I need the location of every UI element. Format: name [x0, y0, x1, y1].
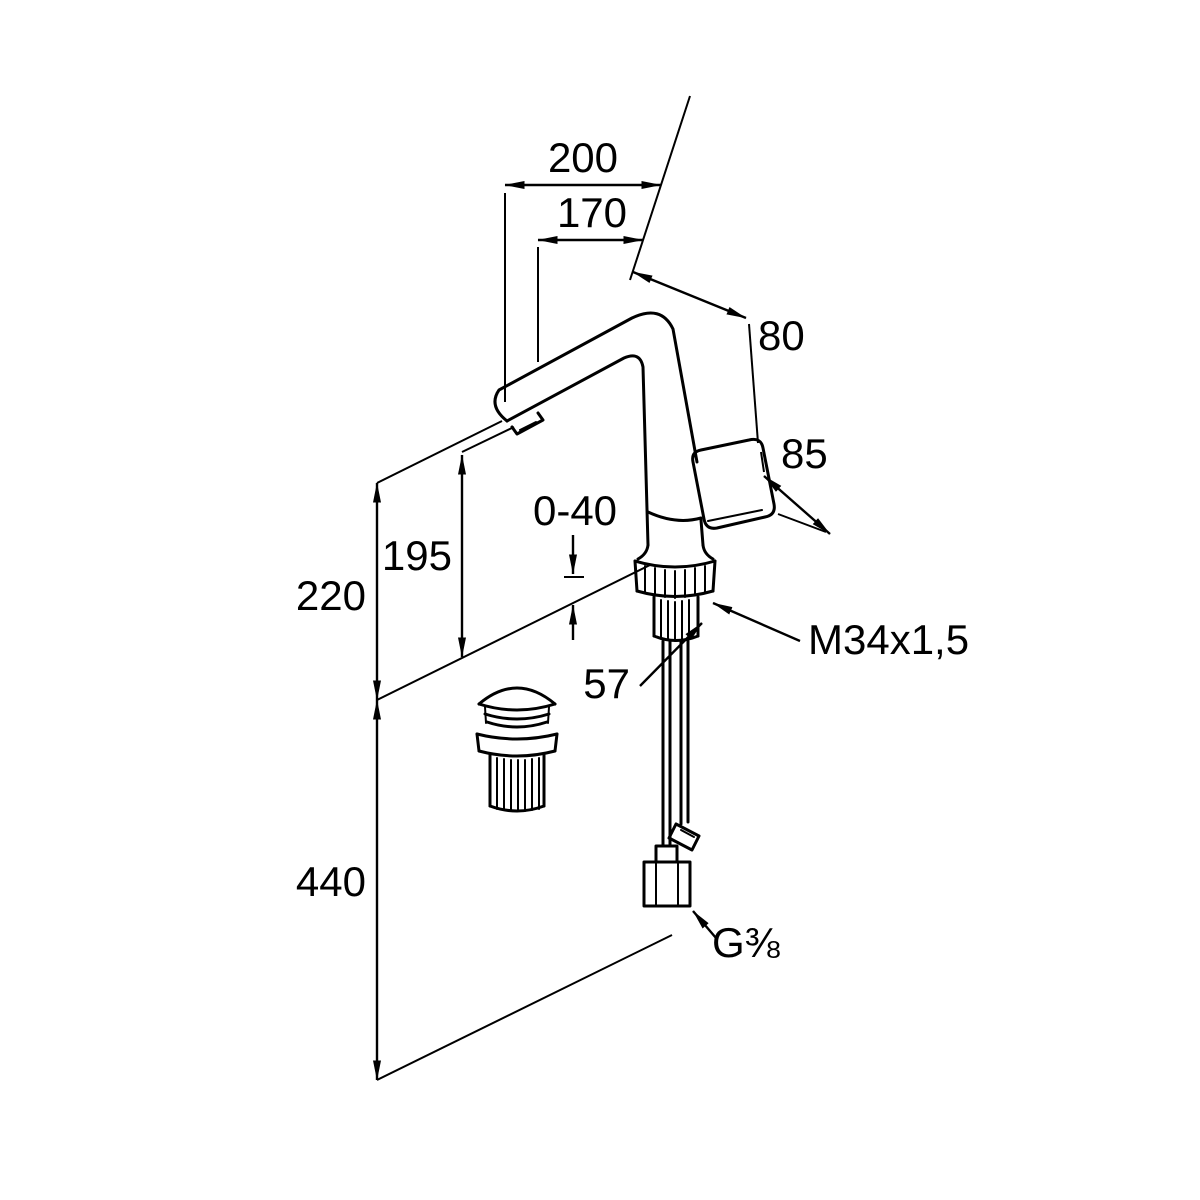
base-flare-left: [636, 543, 650, 561]
dim-label-57: 57: [583, 660, 630, 707]
dim-85: [763, 475, 831, 535]
body-left-edge: [505, 354, 650, 547]
leader-57: [639, 622, 703, 687]
aerator-detail: [519, 421, 537, 431]
base-nut-right: [711, 559, 717, 593]
dim-label-85: 85: [781, 430, 828, 477]
base-nut-left: [633, 559, 639, 593]
spout-outline: [493, 311, 699, 464]
ext-counter-surface: [376, 564, 651, 701]
dimension-lines: [373, 95, 831, 1081]
dim-label-195: 195: [382, 532, 452, 579]
leader-thread: [712, 601, 801, 643]
aerator: [510, 411, 545, 436]
base-nut-knurl: [644, 565, 706, 599]
base-nut-top: [633, 559, 717, 569]
drain-slot-2: [485, 720, 549, 729]
leader-g38: [692, 910, 717, 939]
drain-flange-top: [475, 732, 559, 741]
drain-dome-rim: [477, 702, 557, 712]
dim-label-200: 200: [548, 134, 618, 181]
ext-hose-end-level: [376, 934, 673, 1081]
body-right-lower: [699, 518, 705, 547]
hose-left: [661, 639, 672, 848]
dim-label-440: 440: [296, 858, 366, 905]
drain-slot-sides: [484, 706, 550, 724]
dim-label-0-40: 0-40: [533, 487, 617, 534]
base-flare-right: [701, 543, 715, 561]
connection-label: G⅜: [712, 919, 781, 966]
drain-slot-1: [483, 712, 551, 721]
ext-195-top: [461, 426, 515, 453]
drain-dome-top: [477, 686, 557, 706]
dim-label-220: 220: [296, 572, 366, 619]
dim-80: [632, 270, 747, 320]
faucet-outline: [493, 311, 776, 908]
handle-detail: [707, 509, 763, 522]
dimension-labels: 200 170 80 85 195 0-40 220 57 M34x1,5 44…: [296, 134, 969, 966]
dim-label-80: 80: [758, 312, 805, 359]
hose-right: [679, 639, 690, 826]
drain-thread-sides: [488, 753, 546, 808]
drain-flange-bottom: [477, 749, 557, 758]
ext-spout-tip-level: [376, 420, 503, 484]
dim-label-170: 170: [557, 189, 627, 236]
threaded-shank-threads: [660, 599, 690, 642]
hose-left-collar: [654, 844, 679, 864]
hose-connector-nut: [642, 860, 692, 908]
popup-drain-valve: [475, 686, 559, 813]
cone-joint: [646, 510, 703, 522]
ext-axis-diagonal: [629, 95, 691, 281]
drain-threads: [496, 757, 540, 812]
thread-label: M34x1,5: [808, 616, 969, 663]
hose-right-fitting-detail: [680, 829, 695, 838]
ext-80-right: [748, 323, 759, 444]
hose-right-fitting: [667, 822, 701, 852]
ext-85-upper: [760, 451, 765, 473]
drain-flange-sides: [475, 732, 559, 753]
hose-connector-nut-detail: [655, 861, 679, 907]
